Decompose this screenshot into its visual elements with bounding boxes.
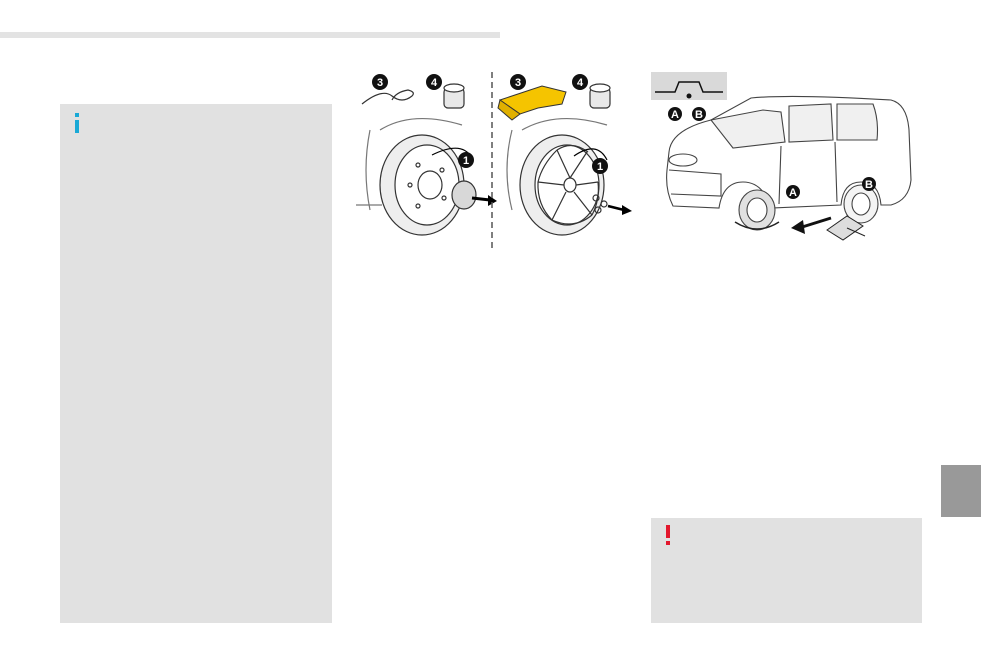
- wheel-trim-tool-drawing: [497, 85, 567, 121]
- van-drawing: [666, 95, 912, 231]
- alloy-wheel-drawing: [506, 118, 608, 236]
- svg-text:1: 1: [597, 161, 603, 173]
- callout-3-left: 3: [372, 74, 388, 90]
- info-note-panel: [60, 104, 332, 623]
- svg-text:3: 3: [515, 77, 521, 89]
- wheel-removal-illustration: 3 4 1 3 4 1: [352, 70, 642, 252]
- callout-a-on-van: A: [786, 185, 800, 199]
- steel-wheel-drawing: [356, 118, 477, 236]
- info-icon: [75, 113, 79, 133]
- jack-point-detail-inset: [651, 72, 727, 100]
- van-jacking-illustration: A B A: [651, 70, 921, 250]
- callout-4-right: 4: [572, 74, 588, 90]
- inset-callout-b: B: [692, 107, 706, 121]
- svg-text:A: A: [671, 109, 679, 121]
- svg-text:4: 4: [431, 77, 438, 89]
- header-rule: [0, 32, 500, 38]
- tow-rope-drawing: [361, 89, 414, 105]
- chapter-tab: [941, 465, 981, 517]
- callout-1-left: 1: [458, 152, 474, 168]
- exclamation-icon: [666, 525, 670, 545]
- callout-4-left: 4: [426, 74, 442, 90]
- svg-text:B: B: [695, 109, 703, 121]
- svg-text:A: A: [789, 187, 797, 199]
- svg-text:B: B: [865, 179, 873, 191]
- svg-text:3: 3: [377, 77, 383, 89]
- callout-3-right: 3: [510, 74, 526, 90]
- wheel-nut-socket-drawing: [443, 83, 465, 109]
- callout-b-on-van: B: [862, 177, 876, 191]
- svg-text:4: 4: [577, 77, 584, 89]
- wheel-nut-socket-drawing: [589, 83, 611, 109]
- callout-1-right: 1: [592, 158, 608, 174]
- inset-callout-a: A: [668, 107, 682, 121]
- warning-note-panel: [651, 518, 922, 623]
- svg-text:1: 1: [463, 155, 469, 167]
- car-jack-drawing: [826, 215, 866, 241]
